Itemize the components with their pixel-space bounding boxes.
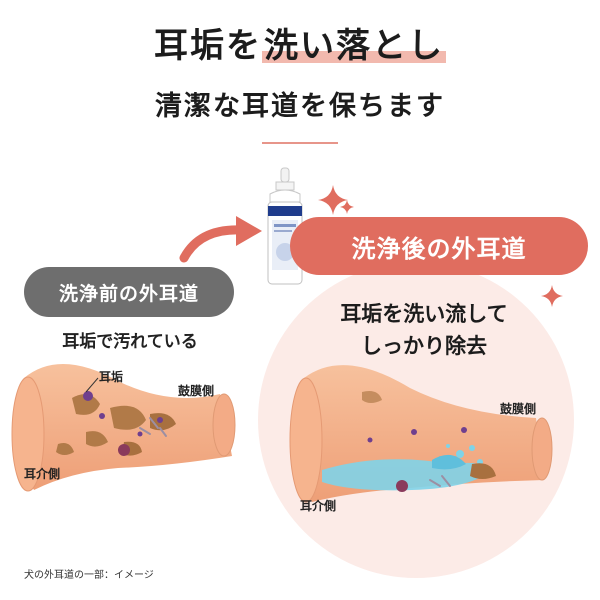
sparkle-icon bbox=[541, 285, 563, 307]
divider bbox=[262, 142, 338, 144]
after-description-line1: 耳垢を洗い流して bbox=[340, 302, 508, 326]
ear-canal-after-illustration bbox=[289, 365, 553, 503]
label-eardrum-side-before: 鼓膜側 bbox=[178, 384, 215, 398]
headline-line1: 耳垢を洗い落とし bbox=[0, 18, 600, 67]
after-description: 耳垢を洗い流して しっかり除去 bbox=[290, 298, 558, 362]
label-eardrum-side-after: 鼓膜側 bbox=[500, 402, 537, 416]
label-earwax: 耳垢 bbox=[99, 370, 124, 384]
before-description: 耳垢で汚れている bbox=[62, 332, 198, 352]
label-outer-side-after: 耳介側 bbox=[300, 499, 337, 513]
caption: 犬の外耳道の一部：イメージ bbox=[24, 570, 154, 581]
label-outer-side-before: 耳介側 bbox=[24, 467, 61, 481]
headline-prefix: 耳垢を bbox=[154, 26, 262, 66]
sparkle-icon bbox=[340, 200, 354, 214]
headline-line2: 清潔な耳道を保ちます bbox=[155, 91, 445, 122]
arrow-icon bbox=[179, 216, 262, 263]
after-title-pill: 洗浄後の外耳道 bbox=[290, 217, 588, 275]
headline-highlight: 洗い落とし bbox=[262, 26, 446, 66]
sparkle-icon bbox=[318, 185, 348, 215]
after-description-line2: しっかり除去 bbox=[361, 334, 487, 358]
before-title-pill: 洗浄前の外耳道 bbox=[24, 267, 234, 317]
ear-canal-before-illustration bbox=[11, 363, 236, 492]
